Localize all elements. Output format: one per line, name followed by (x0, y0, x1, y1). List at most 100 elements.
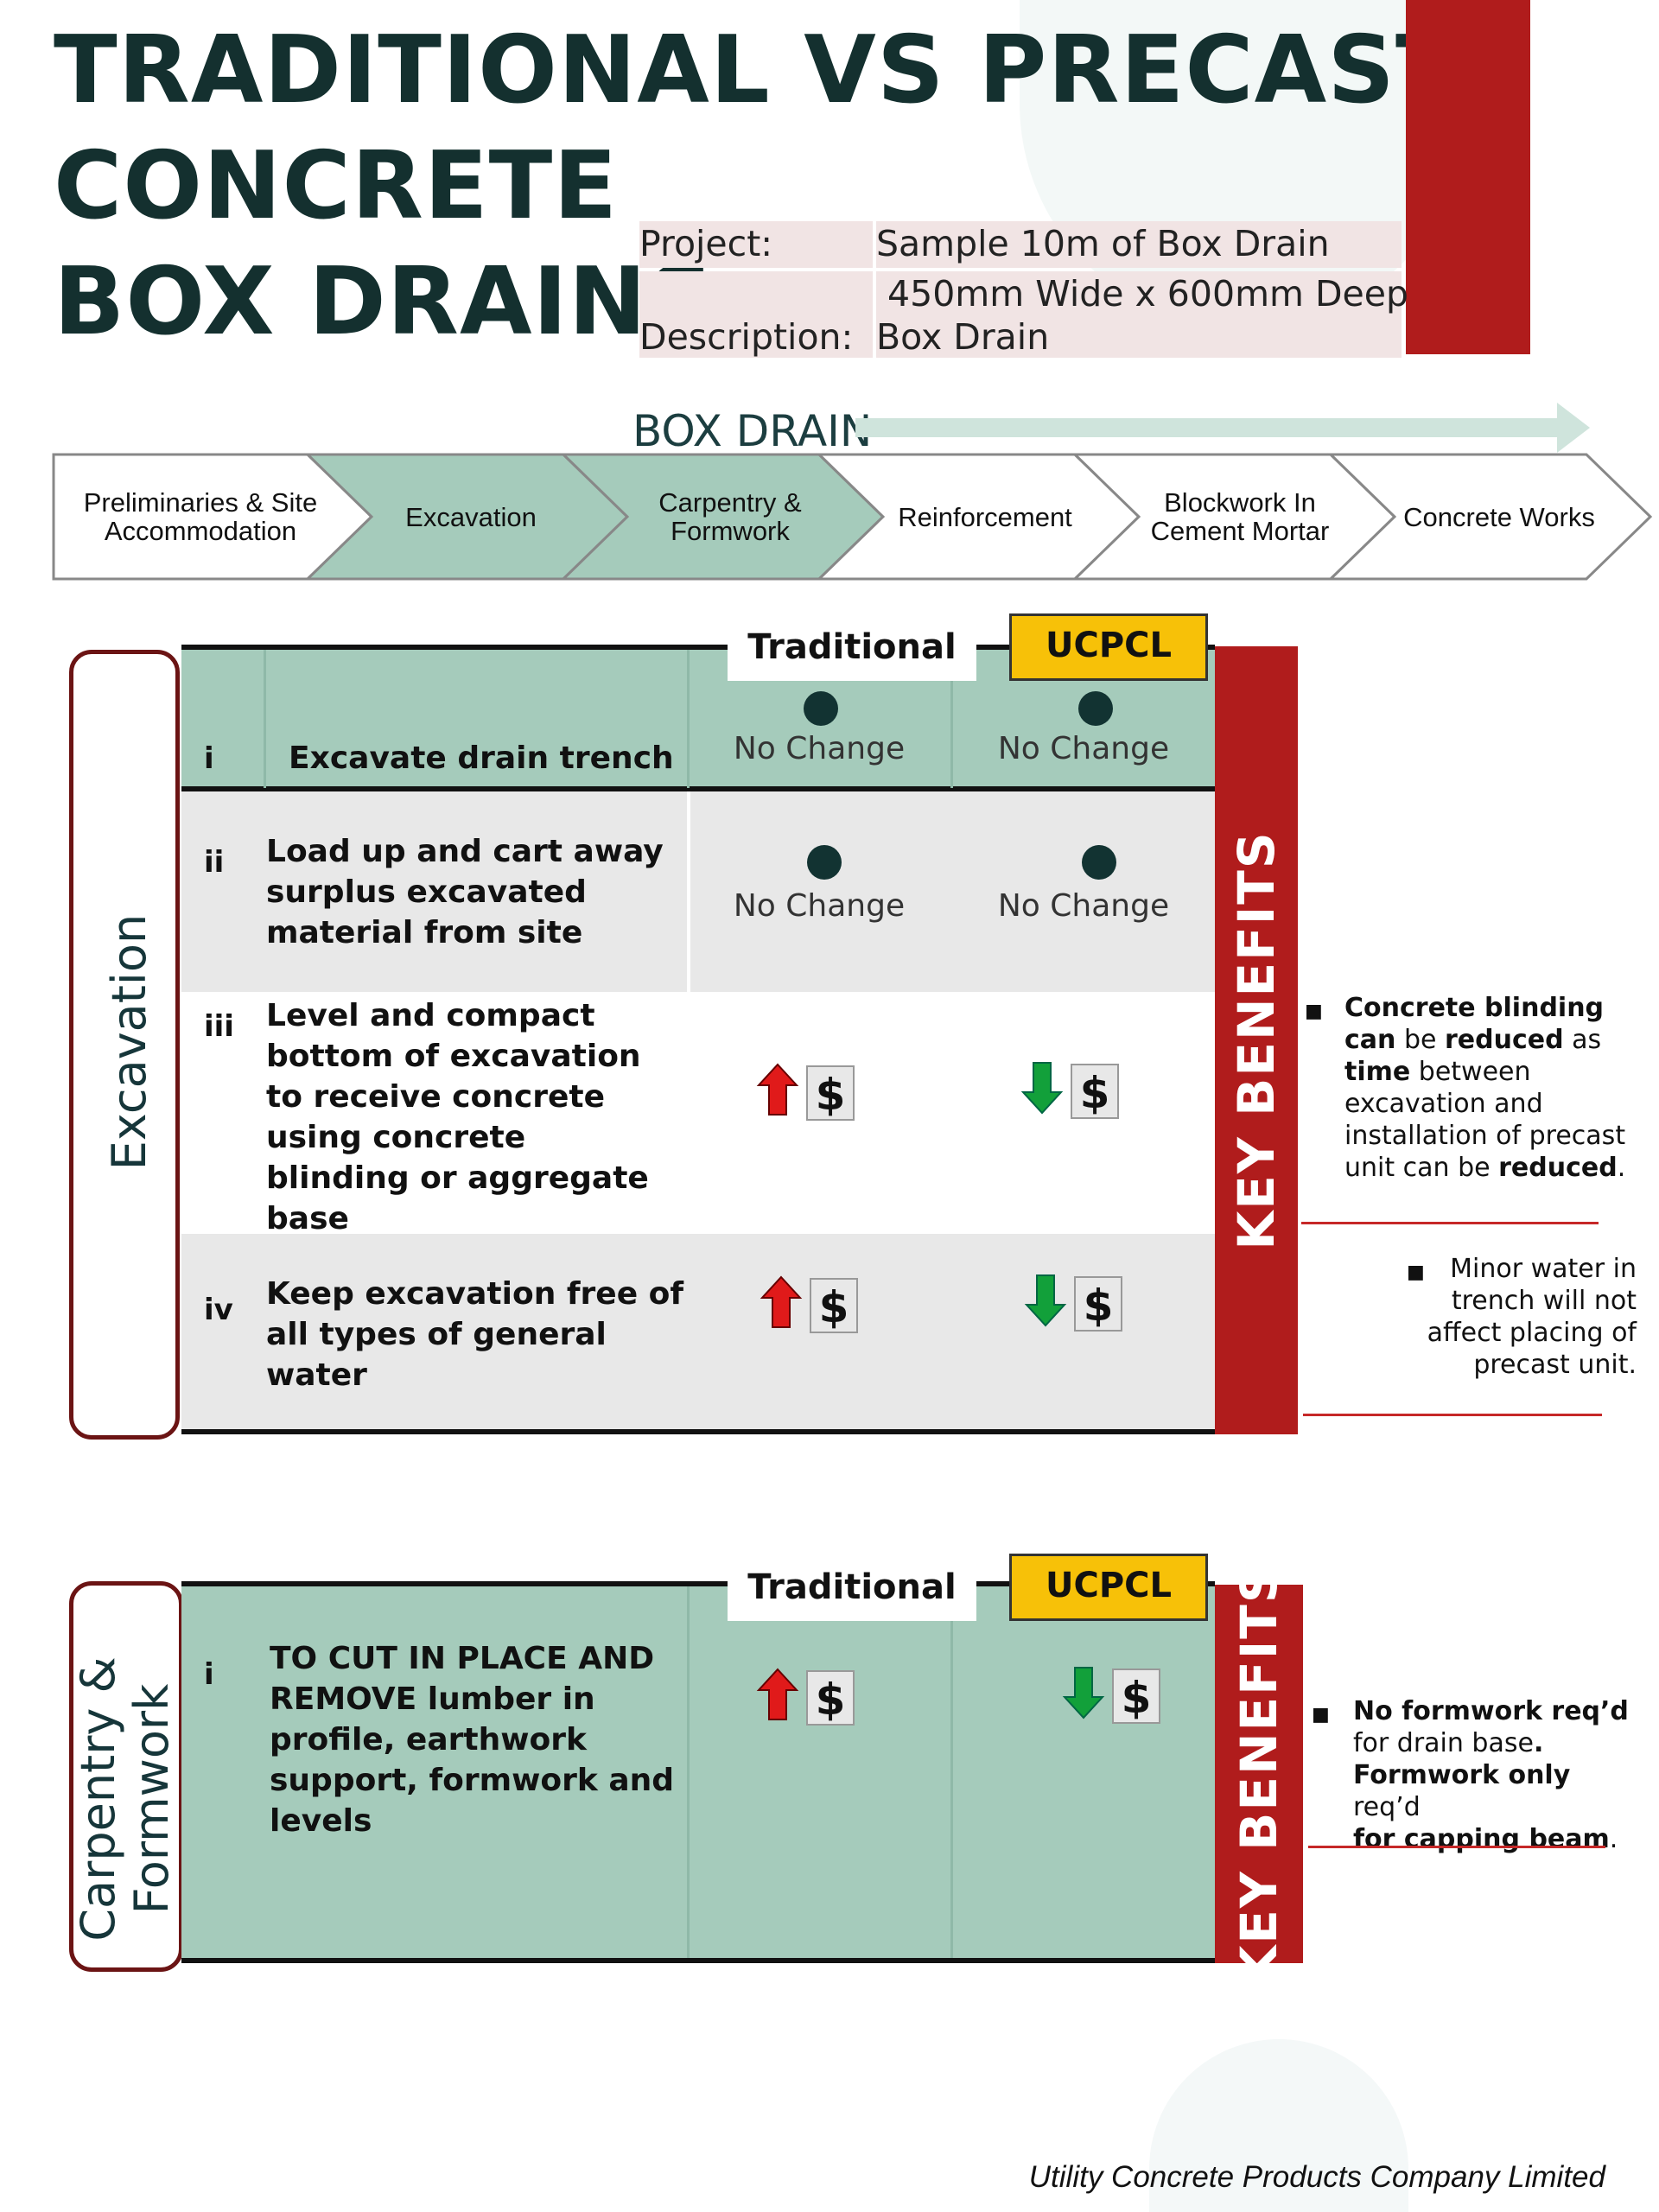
section-1-benefit-1: Concrete blinding can be reduced as time… (1344, 992, 1638, 1184)
process-step-3-label: Carpentry & Formwork (658, 487, 802, 546)
traditional-header: Traditional (747, 627, 957, 667)
benefit-text: . (1609, 1824, 1618, 1854)
traditional-header: Traditional (747, 1567, 957, 1607)
section-2-key-benefits-bar (1215, 1585, 1303, 1963)
benefit-bold-text: reduced (1444, 1025, 1564, 1055)
section-2-side-label-line-2: Formwork (124, 1683, 179, 1915)
section-1-key-benefits-label: KEY BENEFITS (1227, 830, 1286, 1250)
table-top-border (181, 1581, 1215, 1586)
benefit-text: as (1572, 1025, 1602, 1055)
cost-increase-icon: $ (760, 1275, 858, 1333)
process-arrow (855, 403, 1590, 453)
ucpcl-header: UCPCL (1046, 626, 1172, 665)
cost-increase-icon: $ (756, 1668, 855, 1726)
benefit-bold-text: . (1533, 1728, 1544, 1758)
description-line-1: 450mm Wide x 600mm Deep (876, 273, 1409, 315)
section-1-key-benefits-bar (1215, 646, 1298, 1434)
section-1-side-box (69, 650, 180, 1440)
cell-divider (687, 1586, 690, 1958)
benefit-bold-text: Concrete blinding (1344, 993, 1605, 1023)
cell-divider (687, 791, 690, 992)
svg-text:$: $ (1084, 1281, 1114, 1331)
row-number: iii (204, 1009, 234, 1044)
project-value: Sample 10m of Box Drain (876, 221, 1402, 268)
ucpcl-header-cell (1009, 1554, 1208, 1621)
benefit-bold-text: reduced (1498, 1153, 1618, 1183)
benefit-bold-text: time (1344, 1057, 1411, 1087)
divider-line (1301, 1222, 1599, 1224)
benefit-text: . (1617, 1153, 1626, 1183)
svg-text:$: $ (1080, 1068, 1110, 1118)
table-bottom-border (181, 1429, 1215, 1434)
row-description: Level and compact bottom of excavation t… (266, 998, 649, 1236)
row-description: Keep excavation free of all types of gen… (266, 1276, 684, 1393)
cost-decrease-icon: $ (1020, 1062, 1119, 1119)
page-title-line-1: TRADITIONAL VS PRECAST (54, 16, 1460, 124)
row-description: Excavate drain trench (289, 741, 674, 776)
benefit-bold-text: Formwork only (1353, 1760, 1571, 1790)
cell-divider (264, 650, 266, 788)
section-2-side-label-line-1: Carpentry & (71, 1656, 125, 1942)
benefit-text: for drain base (1353, 1728, 1534, 1758)
bullet-icon: ■ (1407, 1262, 1425, 1283)
benefit-text: between excavation and installation of p… (1344, 1057, 1626, 1183)
cost-decrease-icon: $ (1024, 1274, 1122, 1332)
row-description: Load up and cart away surplus excavated … (266, 834, 664, 950)
description-label-cell: Description: (639, 271, 873, 358)
process-step-4-label: Reinforcement (898, 501, 1072, 532)
page-title-line-2: CONCRETE (54, 132, 619, 240)
row-number: i (204, 741, 214, 776)
brand-red-bar (1406, 0, 1530, 354)
section-1-row-2 (181, 791, 1215, 992)
benefit-bold-text: for capping beam (1353, 1824, 1610, 1854)
section-1-row-4 (181, 1234, 1215, 1429)
section-2-side-box (69, 1581, 183, 1972)
traditional-status: No Change (733, 888, 906, 924)
project-label: Project: (639, 221, 873, 268)
section-1-benefit-2: Minor water in trench will not affect pl… (1427, 1254, 1637, 1380)
benefit-bold-text: No formwork req’d (1353, 1696, 1629, 1726)
process-step-5-label: Blockwork In Cement Mortar (1150, 487, 1330, 546)
svg-text:$: $ (816, 1675, 846, 1725)
row-number: i (204, 1657, 214, 1692)
no-change-dot-icon (1078, 691, 1113, 726)
cost-increase-icon: $ (756, 1063, 855, 1121)
svg-text:$: $ (819, 1282, 849, 1332)
description-label: Description: (639, 316, 854, 358)
svg-text:$: $ (1122, 1673, 1152, 1723)
ucpcl-header-cell (1009, 613, 1208, 681)
no-change-dot-icon (804, 691, 838, 726)
description-line-2: Box Drain (876, 316, 1050, 358)
ucpcl-status: No Change (997, 731, 1170, 766)
table-bottom-border (181, 1958, 1215, 1963)
benefit-bold-text: can (1344, 1025, 1396, 1055)
table-divider (181, 786, 1215, 791)
row-description: TO CUT IN PLACE AND REMOVE lumber in pro… (270, 1641, 675, 1839)
traditional-header-cell (728, 1564, 976, 1621)
bullet-icon: ■ (1312, 1704, 1330, 1726)
ucpcl-status: No Change (997, 888, 1170, 924)
traditional-status: No Change (733, 731, 906, 766)
no-change-dot-icon (1082, 845, 1116, 880)
cell-divider (950, 650, 953, 788)
section-2-side-label: Carpentry & Formwork (71, 1566, 179, 2032)
section-2-key-benefits-label: KEY BENEFITS (1230, 1565, 1288, 1985)
benefit-text: be (1403, 1025, 1437, 1055)
process-step-1-label: Preliminaries & Site Accommodation (83, 487, 318, 546)
no-change-dot-icon (807, 845, 842, 880)
divider-line (1308, 1846, 1605, 1848)
row-number: ii (204, 845, 225, 880)
traditional-header-cell (728, 624, 976, 681)
section-2-benefit: No formwork req’d for drain base. Formwo… (1353, 1695, 1638, 1855)
process-chevrons (52, 453, 1653, 581)
svg-text:$: $ (816, 1070, 846, 1120)
row-number: iv (204, 1293, 233, 1327)
company-footer: Utility Concrete Products Company Limite… (1028, 2160, 1605, 2194)
cell-divider (950, 1586, 953, 1958)
section-1-side-label: Excavation (102, 913, 156, 1171)
process-step-6-label: Concrete Works (1403, 501, 1595, 532)
benefit-text: req’d (1353, 1792, 1421, 1822)
process-step-2-label: Excavation (405, 501, 537, 532)
cost-decrease-icon: $ (1062, 1667, 1160, 1724)
chevron-step-6 (1327, 453, 1653, 581)
